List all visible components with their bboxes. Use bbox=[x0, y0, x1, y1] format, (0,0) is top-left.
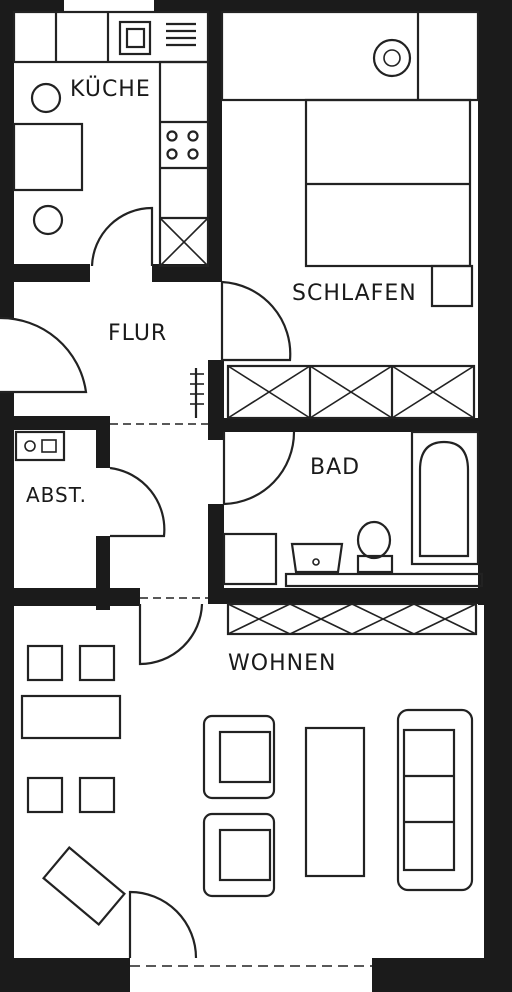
sofa bbox=[396, 708, 474, 892]
kitchen-chair bbox=[30, 82, 62, 114]
dining-table bbox=[20, 694, 122, 740]
kitchen-furniture bbox=[12, 10, 210, 268]
outer-wall-left-lower bbox=[0, 392, 14, 992]
dining-chair bbox=[26, 644, 64, 682]
storage-appliance bbox=[14, 430, 66, 462]
wall-storage-east-top bbox=[96, 416, 110, 468]
wall-hall-storage-top bbox=[0, 416, 104, 430]
kitchen-counter-right bbox=[158, 60, 210, 268]
tv-cabinet bbox=[42, 845, 126, 927]
nightstand bbox=[430, 264, 474, 308]
dining-chair bbox=[78, 776, 116, 814]
room-label-bedroom: SCHLAFEN bbox=[292, 281, 417, 306]
room-label-hall: FLUR bbox=[108, 321, 167, 346]
bedroom-furniture bbox=[190, 10, 480, 420]
sink-icon bbox=[290, 542, 344, 574]
outer-wall-left-upper bbox=[0, 0, 14, 318]
kitchen-chair bbox=[32, 204, 64, 236]
outer-wall-right-upper bbox=[478, 0, 512, 605]
room-label-kitchen: KÜCHE bbox=[70, 76, 151, 102]
balcony-door-arc bbox=[128, 890, 198, 959]
living-door-arc bbox=[138, 603, 204, 666]
room-label-storage: ABST. bbox=[26, 483, 87, 507]
built-in-wardrobe-bedroom bbox=[226, 364, 476, 420]
kitchen-table bbox=[12, 122, 84, 192]
wall-bath-west bbox=[208, 504, 224, 604]
outer-wall-top-right bbox=[386, 0, 512, 12]
wall-kitchen-south-right bbox=[152, 264, 222, 282]
room-label-bathroom: BAD bbox=[310, 455, 360, 480]
storage-furniture bbox=[14, 430, 166, 538]
storage-door-arc bbox=[109, 466, 166, 538]
wall-kitchen-bedroom bbox=[208, 0, 222, 278]
coffee-table bbox=[304, 726, 366, 878]
kitchen-sink bbox=[118, 20, 152, 56]
outer-wall-bottom-right bbox=[372, 958, 512, 992]
dining-chair bbox=[78, 644, 116, 682]
outer-wall-right-lower bbox=[484, 600, 512, 992]
wall-storage-south bbox=[0, 588, 140, 606]
stove-icon bbox=[166, 130, 199, 160]
radiator-icon bbox=[190, 368, 204, 418]
bathtub bbox=[410, 430, 480, 566]
kitchen-door-arc bbox=[90, 206, 154, 267]
kitchen-counter-top bbox=[12, 10, 210, 64]
entrance-door-arc bbox=[0, 316, 88, 394]
toilet-icon bbox=[356, 520, 394, 574]
living-furniture bbox=[20, 597, 478, 967]
armchair bbox=[202, 812, 276, 898]
bathroom-furniture bbox=[222, 430, 484, 588]
wall-bedroom-bottom bbox=[214, 418, 486, 432]
bedroom-door-arc bbox=[220, 280, 292, 362]
bath-cabinet bbox=[222, 532, 278, 586]
outer-wall-top-left bbox=[0, 0, 64, 12]
wall-living-top bbox=[208, 588, 486, 604]
armchair bbox=[202, 714, 276, 800]
dining-chair bbox=[26, 776, 64, 814]
outer-wall-top-mid bbox=[154, 0, 386, 12]
wall-kitchen-south-left bbox=[0, 264, 90, 282]
lamp-icon bbox=[372, 38, 412, 78]
bathroom-door-arc bbox=[222, 431, 296, 506]
room-label-living: WOHNEN bbox=[228, 651, 336, 676]
outer-wall-bottom-left bbox=[0, 958, 130, 992]
hall-doors bbox=[0, 316, 208, 425]
